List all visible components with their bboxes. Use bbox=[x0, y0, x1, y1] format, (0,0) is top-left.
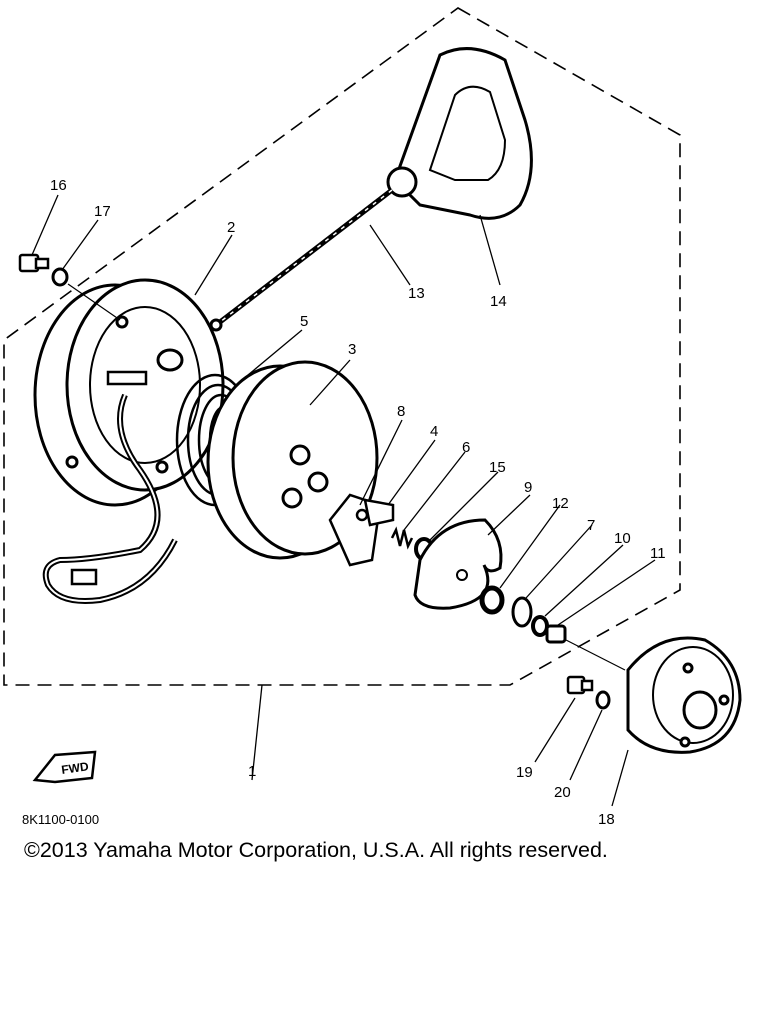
pulley bbox=[206, 360, 379, 560]
callout-13: 13 bbox=[408, 285, 425, 302]
washer-7 bbox=[511, 596, 533, 628]
callout-5: 5 bbox=[300, 313, 308, 330]
callout-17: 17 bbox=[94, 203, 111, 220]
callout-7: 7 bbox=[587, 517, 595, 534]
washer-17 bbox=[51, 267, 69, 287]
assembly-boundary-dashed bbox=[3, 7, 681, 686]
fwd-arrow-icon: FWD bbox=[32, 750, 97, 784]
bolt-16 bbox=[18, 253, 50, 273]
callout-labels: 16 17 2 5 3 13 14 8 4 6 15 9 12 7 10 11 … bbox=[50, 177, 666, 828]
starter-case bbox=[33, 278, 225, 507]
callout-2: 2 bbox=[227, 219, 235, 236]
washer-20 bbox=[595, 690, 611, 710]
callout-8: 8 bbox=[397, 403, 405, 420]
callout-20: 20 bbox=[554, 784, 571, 801]
starter-cup bbox=[626, 636, 742, 754]
washer-10 bbox=[531, 615, 549, 637]
bolt-19 bbox=[566, 675, 594, 695]
callout-6: 6 bbox=[462, 439, 470, 456]
callout-14: 14 bbox=[490, 293, 507, 310]
pawl bbox=[328, 493, 395, 567]
callout-4: 4 bbox=[430, 423, 438, 440]
callout-3: 3 bbox=[348, 341, 356, 358]
callout-9: 9 bbox=[524, 479, 532, 496]
callout-1: 1 bbox=[248, 763, 256, 780]
drive-plate bbox=[413, 518, 503, 610]
callout-10: 10 bbox=[614, 530, 631, 547]
part-code: 8K1100-0100 bbox=[22, 812, 99, 827]
fwd-label: FWD bbox=[60, 759, 89, 777]
callout-18: 18 bbox=[598, 811, 615, 828]
nut-11 bbox=[545, 624, 567, 644]
callout-12: 12 bbox=[552, 495, 569, 512]
leader-lines bbox=[31, 194, 656, 807]
spring-6 bbox=[390, 526, 414, 550]
callout-11: 11 bbox=[650, 545, 666, 562]
copyright-notice: ©2013 Yamaha Motor Corporation, U.S.A. A… bbox=[24, 838, 608, 862]
washer-12 bbox=[479, 585, 505, 615]
starter-handle bbox=[386, 47, 533, 220]
callout-19: 19 bbox=[516, 764, 533, 781]
callout-15: 15 bbox=[489, 459, 506, 476]
callout-16: 16 bbox=[50, 177, 67, 194]
